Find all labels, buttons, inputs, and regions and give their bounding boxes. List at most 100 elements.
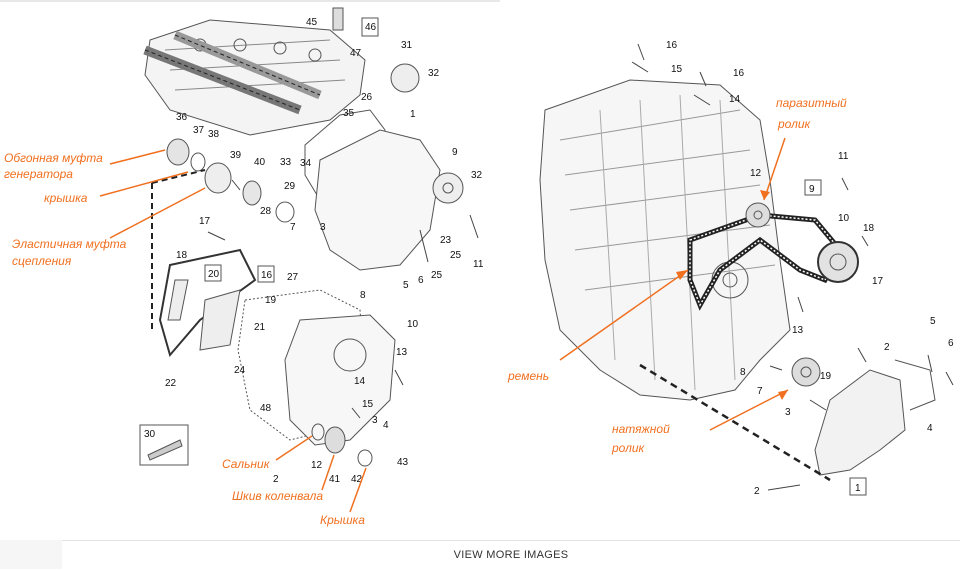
part-number: 20 xyxy=(208,269,220,280)
crank-pulley-illustration xyxy=(324,426,346,454)
annotation-crank-pulley: Шкив коленвала xyxy=(232,489,323,503)
annotation-oil-seal: Сальник xyxy=(222,457,271,471)
part-number: 7 xyxy=(290,222,296,233)
part-number: 8 xyxy=(360,290,366,301)
part-number: 1 xyxy=(410,109,416,120)
annotation-cover: крышка xyxy=(44,191,88,205)
part-number: 21 xyxy=(254,322,266,333)
clutch-parts-illustration xyxy=(166,138,295,223)
annotation-overrunning-clutch-line2: генератора xyxy=(4,167,73,181)
right-bolts-illustration xyxy=(631,43,954,491)
part-number: 22 xyxy=(165,378,177,389)
camshafts-illustration xyxy=(143,30,322,115)
part-number: 4 xyxy=(383,420,389,431)
part-30-box xyxy=(139,424,189,466)
annotation-overrunning-clutch: Обгонная муфта xyxy=(4,151,103,165)
tensioner-bracket-illustration xyxy=(814,369,906,476)
part-number: 2 xyxy=(754,486,760,497)
engine-block-illustration xyxy=(539,79,791,401)
annotation-tensioner-line2: ролик xyxy=(611,441,646,455)
left-exploded-diagram xyxy=(139,7,479,467)
part-number: 19 xyxy=(820,371,832,382)
part-number: 11 xyxy=(838,151,849,162)
top-divider xyxy=(0,0,500,2)
injector-illustration xyxy=(332,7,344,31)
annotation-elastic-coupling-line2: сцепления xyxy=(12,254,72,268)
part-1-box xyxy=(849,477,867,496)
part-number: 15 xyxy=(671,64,683,75)
part-number: 43 xyxy=(397,457,409,468)
part-number: 16 xyxy=(666,40,678,51)
annotation-belt: ремень xyxy=(507,369,549,383)
footer-left-spacer xyxy=(0,540,62,569)
part-number: 39 xyxy=(230,150,242,161)
part-number: 46 xyxy=(365,22,377,33)
part-number: 28 xyxy=(260,206,272,217)
part-number: 42 xyxy=(351,474,363,485)
tensioner-pulley-illustration xyxy=(791,357,821,387)
part-number: 38 xyxy=(208,129,220,140)
part-number: 7 xyxy=(757,386,763,397)
part-number: 5 xyxy=(930,316,936,327)
part-number: 29 xyxy=(284,181,296,192)
part-number: 17 xyxy=(872,276,884,287)
part-number: 12 xyxy=(750,168,762,179)
part-number: 18 xyxy=(863,223,875,234)
part-number: 11 xyxy=(473,259,484,270)
upper-timing-cover-illustration xyxy=(314,129,441,271)
part-20-box xyxy=(204,264,222,282)
part-16-box xyxy=(257,265,275,283)
crank-sprocket-illustration xyxy=(432,172,464,204)
view-more-images-button[interactable]: VIEW MORE IMAGES xyxy=(453,549,569,561)
part-number: 23 xyxy=(440,235,452,246)
part-number: 19 xyxy=(265,295,277,306)
part-number: 24 xyxy=(234,365,246,376)
part-9-box xyxy=(804,179,822,196)
bolts-illustration xyxy=(207,179,479,419)
part-number: 16 xyxy=(261,270,273,281)
cover-42-illustration xyxy=(357,449,373,467)
part-number: 3 xyxy=(372,415,378,426)
part-number: 13 xyxy=(396,347,408,358)
part-number: 1 xyxy=(855,483,861,494)
part-number: 45 xyxy=(306,17,318,28)
part-number: 2 xyxy=(273,474,279,485)
annotation-idler-pulley: паразитный xyxy=(776,96,847,110)
parts-diagram-canvas: 45 46 47 31 32 26 35 1 36 37 38 39 40 33… xyxy=(4,7,954,527)
part-number: 15 xyxy=(362,399,374,410)
part-number: 25 xyxy=(431,270,443,281)
annotation-idler-pulley-line2: ролик xyxy=(777,117,812,131)
part-number: 26 xyxy=(361,92,373,103)
part-number: 4 xyxy=(927,423,933,434)
footer-bar: VIEW MORE IMAGES xyxy=(62,540,960,570)
part-number: 32 xyxy=(471,170,483,181)
idler-pulley-illustration xyxy=(745,202,771,228)
part-number: 6 xyxy=(418,275,424,286)
chain-guide-illustration xyxy=(167,279,189,321)
right-annotations: паразитный ролик ремень натяжной ролик xyxy=(507,96,847,455)
right-part-numbers: 16 15 16 14 11 9 12 10 18 17 13 2 5 6 8 … xyxy=(666,40,954,497)
timing-chain-illustration xyxy=(158,248,257,358)
part-number: 41 xyxy=(329,474,341,485)
part-number: 3 xyxy=(785,407,791,418)
lower-timing-cover-illustration xyxy=(284,314,396,446)
part-number: 34 xyxy=(300,158,312,169)
part-number: 18 xyxy=(176,250,188,261)
part-number: 9 xyxy=(452,147,458,158)
part-number: 36 xyxy=(176,112,188,123)
left-annotations: Обгонная муфта генератора крышка Эластич… xyxy=(4,149,367,527)
right-exploded-diagram xyxy=(539,43,954,496)
annotation-cover-lower: Крышка xyxy=(320,513,365,527)
part-number: 40 xyxy=(254,157,266,168)
right-dashed-line xyxy=(639,363,831,482)
part-number: 2 xyxy=(884,342,890,353)
part-number: 30 xyxy=(144,429,156,440)
part-number: 35 xyxy=(343,108,355,119)
part-number: 33 xyxy=(280,157,292,168)
annotation-tensioner: натяжной xyxy=(612,422,670,436)
part-number: 31 xyxy=(401,40,413,51)
part-number: 6 xyxy=(948,338,954,349)
part-number: 10 xyxy=(838,213,850,224)
part-number: 16 xyxy=(733,68,745,79)
part-number: 25 xyxy=(450,250,462,261)
